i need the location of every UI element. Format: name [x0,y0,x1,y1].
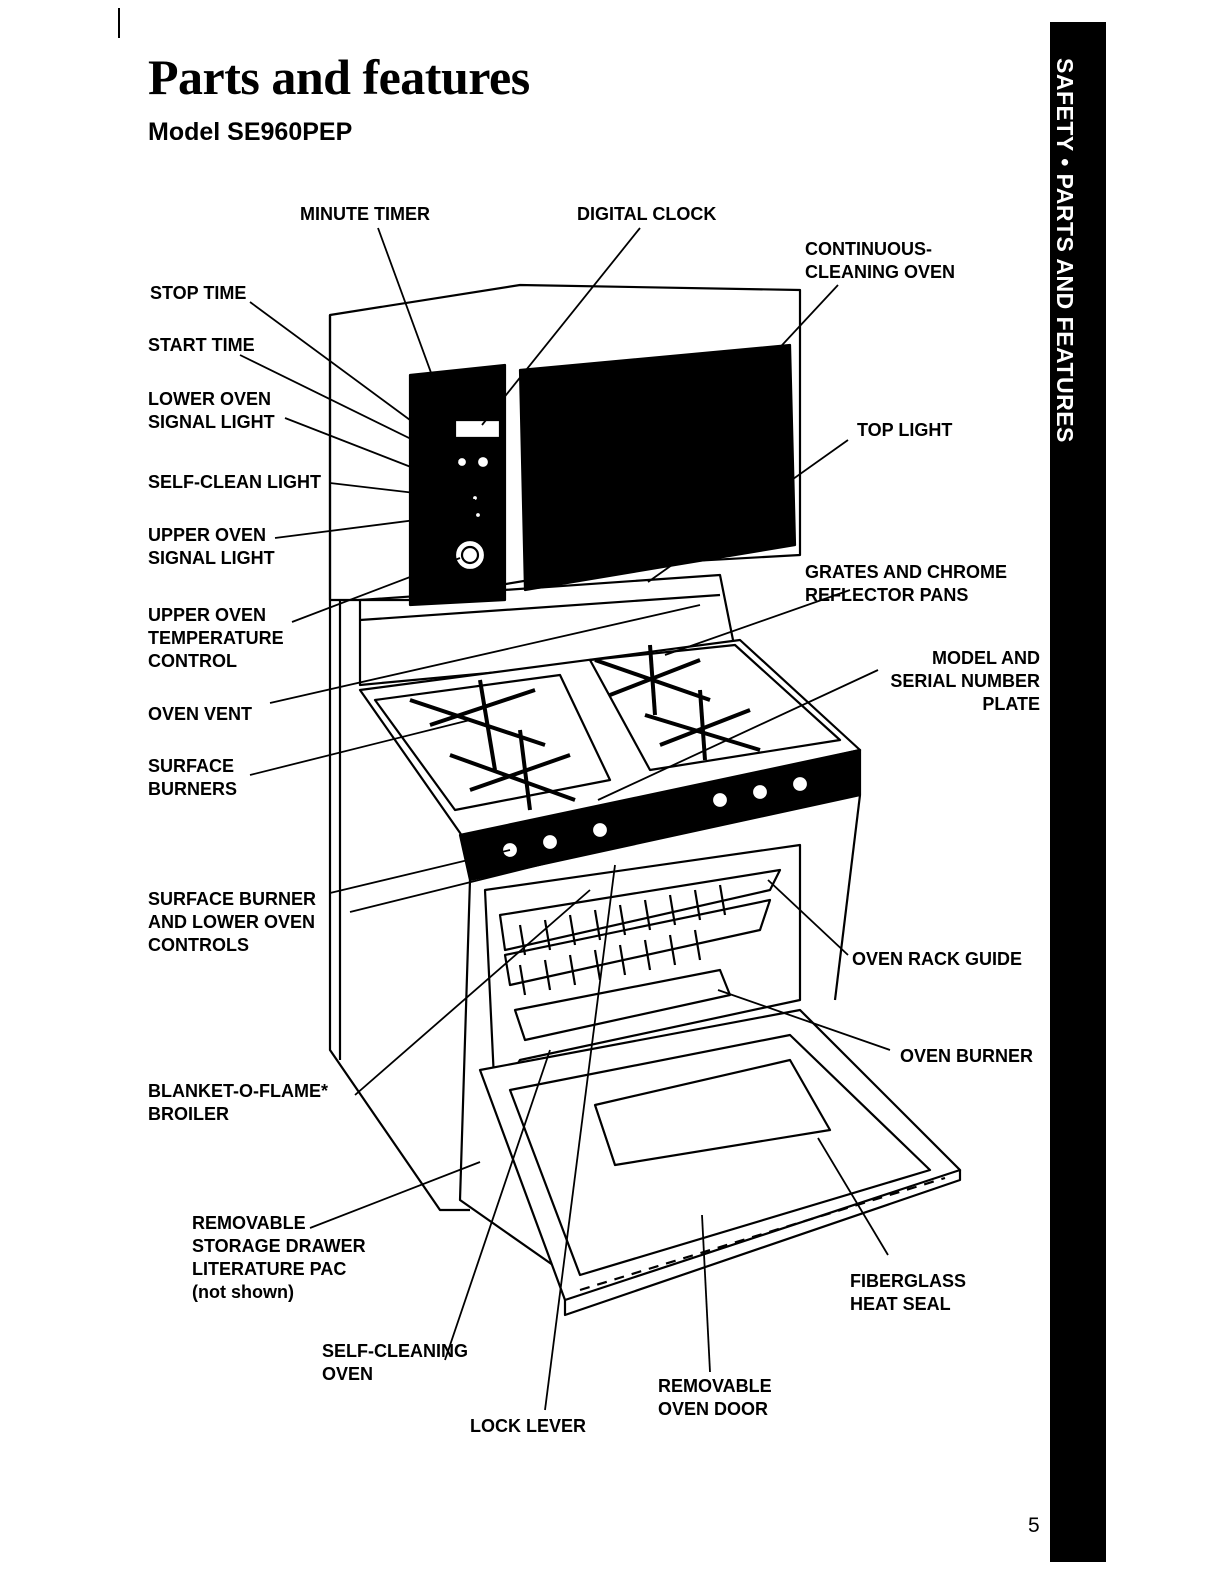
page-title: Parts and features [148,49,530,105]
oven-cavity [483,843,802,1102]
label-lock-lever: LOCK LEVER [470,1416,587,1436]
label-upper-oven-temperature-control: UPPER OVEN TEMPERATURE CONTROL [148,605,284,671]
label-oven-vent: OVEN VENT [148,704,253,724]
label-model-serial-plate: MODEL AND SERIAL NUMBER PLATE [890,648,1040,714]
label-minute-timer: MINUTE TIMER [300,204,430,224]
clock-display [453,418,502,440]
label-self-clean-light: SELF-CLEAN LIGHT [148,472,321,492]
label-blanket-o-flame-broiler: BLANKET-O-FLAME* BROILER [148,1081,328,1124]
label-continuous-cleaning-oven: CONTINUOUS- CLEANING OVEN [805,239,956,282]
label-removable-storage-drawer: REMOVABLE STORAGE DRAWER LITERATURE PAC … [192,1213,366,1302]
section-tab [1050,22,1106,1562]
label-removable-oven-door: REMOVABLE OVEN DOOR [658,1376,772,1419]
label-upper-oven-signal-light: UPPER OVEN SIGNAL LIGHT [148,525,275,568]
temperature-knob [453,538,487,572]
label-oven-rack-guide: OVEN RACK GUIDE [852,949,1023,969]
label-self-cleaning-oven: SELF-CLEANING OVEN [322,1341,468,1384]
label-start-time: START TIME [148,335,255,355]
label-top-light: TOP LIGHT [857,420,953,440]
label-fiberglass-heat-seal: FIBERGLASS HEAT SEAL [850,1271,967,1314]
model-subtitle: Model SE960PEP [148,118,353,146]
margin-mark [118,8,120,38]
left-side-panel [328,315,470,1212]
oven-racks [498,868,782,996]
door-window [593,1058,832,1167]
right-burner-grate [594,644,761,761]
leader-lines [239,227,891,1411]
left-burner-grate [409,679,576,811]
label-surface-burners: SURFACE BURNERS [148,756,238,799]
label-surface-burner-controls: SURFACE BURNER AND LOWER OVEN CONTROLS [148,889,317,955]
label-digital-clock: DIGITAL CLOCK [577,204,717,224]
label-lower-oven-signal-light: LOWER OVEN SIGNAL LIGHT [148,389,275,432]
label-grates-reflector-pans: GRATES AND CHROME REFLECTOR PANS [805,562,1007,605]
page-number: 5 [1028,1514,1040,1537]
label-oven-burner: OVEN BURNER [900,1046,1034,1066]
label-stop-time: STOP TIME [150,283,247,303]
